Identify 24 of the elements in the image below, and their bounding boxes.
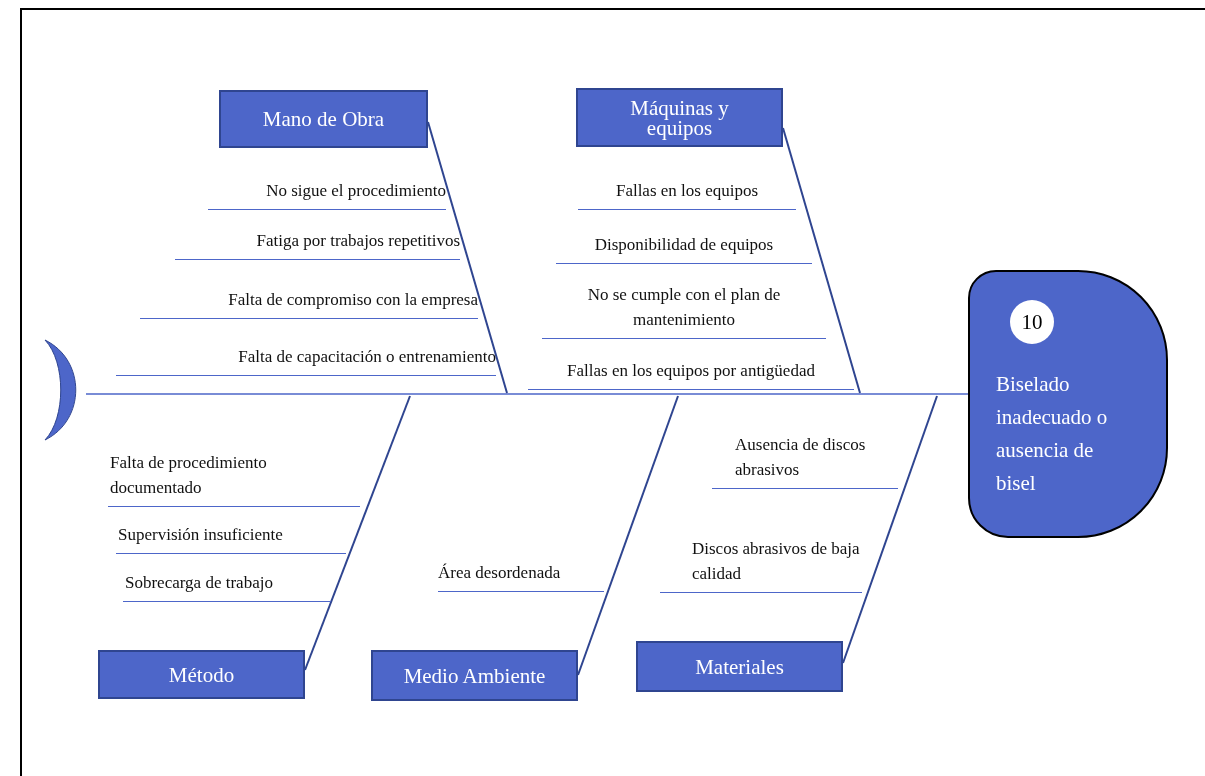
cause-label: Fallas en los equipos	[578, 178, 796, 210]
cause-label: Área desordenada	[438, 560, 604, 592]
category-box: Mano de Obra	[219, 90, 428, 148]
cause-label: Discos abrasivos de baja calidad	[660, 536, 862, 593]
category-box: Método	[98, 650, 305, 699]
cause-label: Falta de capacitación o entrenamiento	[116, 344, 496, 376]
effect-text: Biselado inadecuado o ausencia de bisel	[996, 371, 1109, 497]
category-box: Materiales	[636, 641, 843, 692]
cause-label: Falta de procedimiento documentado	[108, 450, 360, 507]
category-box: Máquinas y equipos	[576, 88, 783, 147]
cause-label: No se cumple con el plan de mantenimiento	[542, 282, 826, 339]
cause-label: Fatiga por trabajos repetitivos	[175, 228, 460, 260]
bone-line	[304, 395, 411, 671]
number-badge: 10	[1010, 300, 1054, 344]
cause-label: Disponibilidad de equipos	[556, 232, 812, 264]
cause-label: Ausencia de discos abrasivos	[712, 432, 898, 489]
cause-label: Supervisión insuficiente	[116, 522, 346, 554]
cause-label: Sobrecarga de trabajo	[123, 570, 331, 602]
cause-label: Fallas en los equipos por antigüedad	[528, 358, 854, 390]
category-box: Medio Ambiente	[371, 650, 578, 701]
head-box	[968, 270, 1168, 538]
spine-line	[85, 393, 969, 395]
cause-label: No sigue el procedimiento	[208, 178, 446, 210]
cause-label: Falta de compromiso con la empresa	[140, 287, 478, 319]
